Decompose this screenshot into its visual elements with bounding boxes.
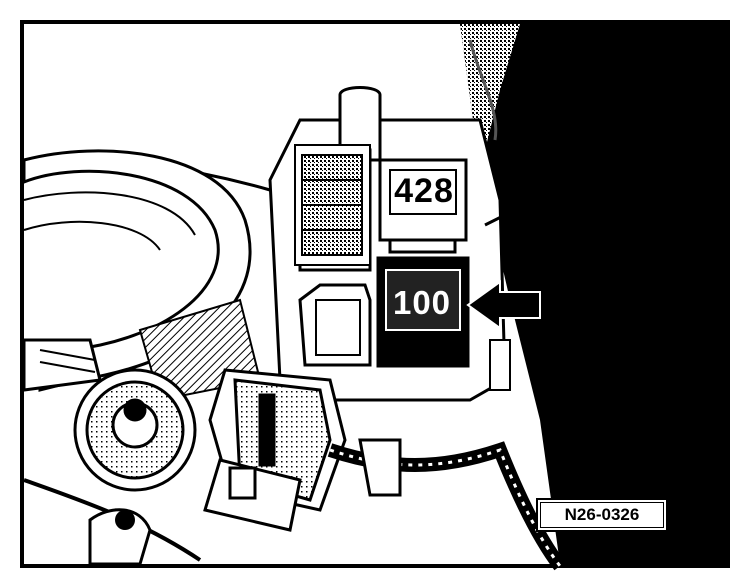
empty-relay-socket: [298, 283, 372, 367]
pointer-arrow: [466, 280, 541, 330]
relay-100-label: 100: [392, 284, 452, 321]
relay-428-label: 428: [394, 172, 454, 210]
connector-plug: [203, 368, 347, 532]
figure-id-label: N26-0326: [536, 498, 668, 532]
relay-bottom: [376, 256, 470, 368]
relay-top: [378, 158, 468, 254]
dark-shadow-area: [460, 24, 726, 564]
fuse-block: [294, 144, 371, 266]
reservoir-cap: [73, 368, 197, 492]
